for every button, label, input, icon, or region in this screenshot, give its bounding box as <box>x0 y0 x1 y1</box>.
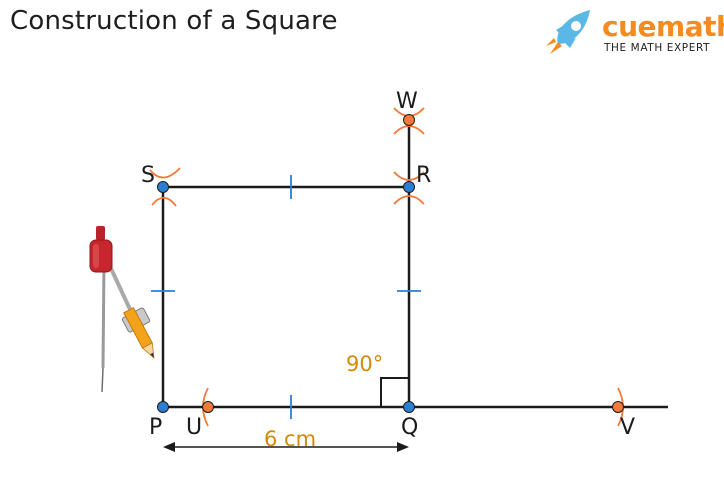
length-arrow <box>163 442 409 452</box>
compass-icon <box>89 226 155 393</box>
angle-label: 90° <box>346 352 383 376</box>
point-q <box>403 401 415 413</box>
logo-wordmark: cuemath <box>602 10 724 43</box>
point-w <box>403 114 415 126</box>
label-w: W <box>396 89 418 114</box>
point-v <box>612 401 624 413</box>
cuemath-logo[interactable]: cuemath THE MATH EXPERT <box>544 6 724 58</box>
rocket-icon <box>546 10 590 54</box>
arc-r-upper <box>393 171 425 181</box>
right-angle-mark <box>380 377 409 407</box>
label-u: U <box>186 415 202 440</box>
label-q: Q <box>401 415 418 440</box>
point-u <box>202 401 214 413</box>
equal-length-ticks <box>151 175 421 419</box>
label-s: S <box>141 163 155 188</box>
label-v: V <box>620 415 635 440</box>
point-p <box>157 401 169 413</box>
logo-tagline: THE MATH EXPERT <box>604 42 711 54</box>
arc-r-lower <box>393 195 425 205</box>
arc-s-lower <box>151 196 177 207</box>
page-title: Construction of a Square <box>10 6 338 36</box>
arc-s-upper <box>149 167 181 179</box>
point-s <box>157 181 169 193</box>
point-r <box>403 181 415 193</box>
length-label: 6 cm <box>264 427 316 451</box>
label-p: P <box>149 415 162 440</box>
label-r: R <box>416 163 431 188</box>
